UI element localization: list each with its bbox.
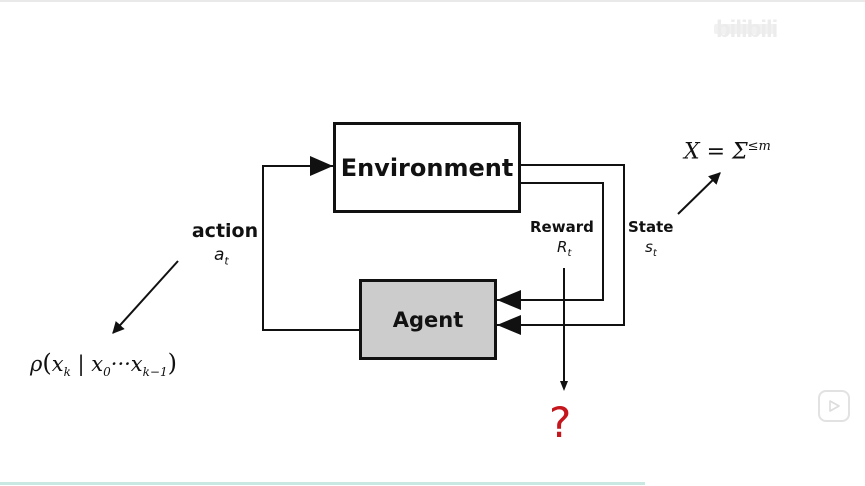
state-arrowhead [497, 315, 521, 335]
state-annotation-arrow [677, 172, 721, 215]
agent-box: Agent [359, 279, 497, 360]
state-symbol: st [645, 238, 657, 259]
question-mark: ? [549, 398, 572, 447]
action-label: action [191, 220, 259, 242]
state-line [497, 164, 625, 326]
policy-formula: ρ(xk | x0···xk−1) [30, 349, 177, 380]
reward-symbol: Rt [557, 238, 572, 259]
reward-arrowhead [497, 290, 521, 310]
reward-line [497, 182, 604, 301]
watermark-badge [714, 24, 774, 34]
action-symbol: at [214, 245, 229, 268]
play-icon [829, 400, 840, 412]
play-button[interactable] [818, 390, 850, 422]
top-border [0, 0, 865, 2]
action-arrowhead [310, 156, 333, 176]
environment-label: Environment [340, 153, 514, 182]
environment-box: Environment [333, 122, 521, 213]
reward-label: Reward [530, 218, 594, 236]
action-line [262, 165, 359, 331]
state-label: State [628, 218, 674, 236]
state-space-formula: X = Σ≤m [684, 139, 771, 165]
agent-label: Agent [392, 307, 464, 332]
action-annotation-arrow [112, 260, 179, 334]
reward-question-arrowhead [560, 381, 568, 391]
bilibili-logo-icon: bilibili [716, 16, 778, 43]
progress-bar [0, 482, 645, 485]
